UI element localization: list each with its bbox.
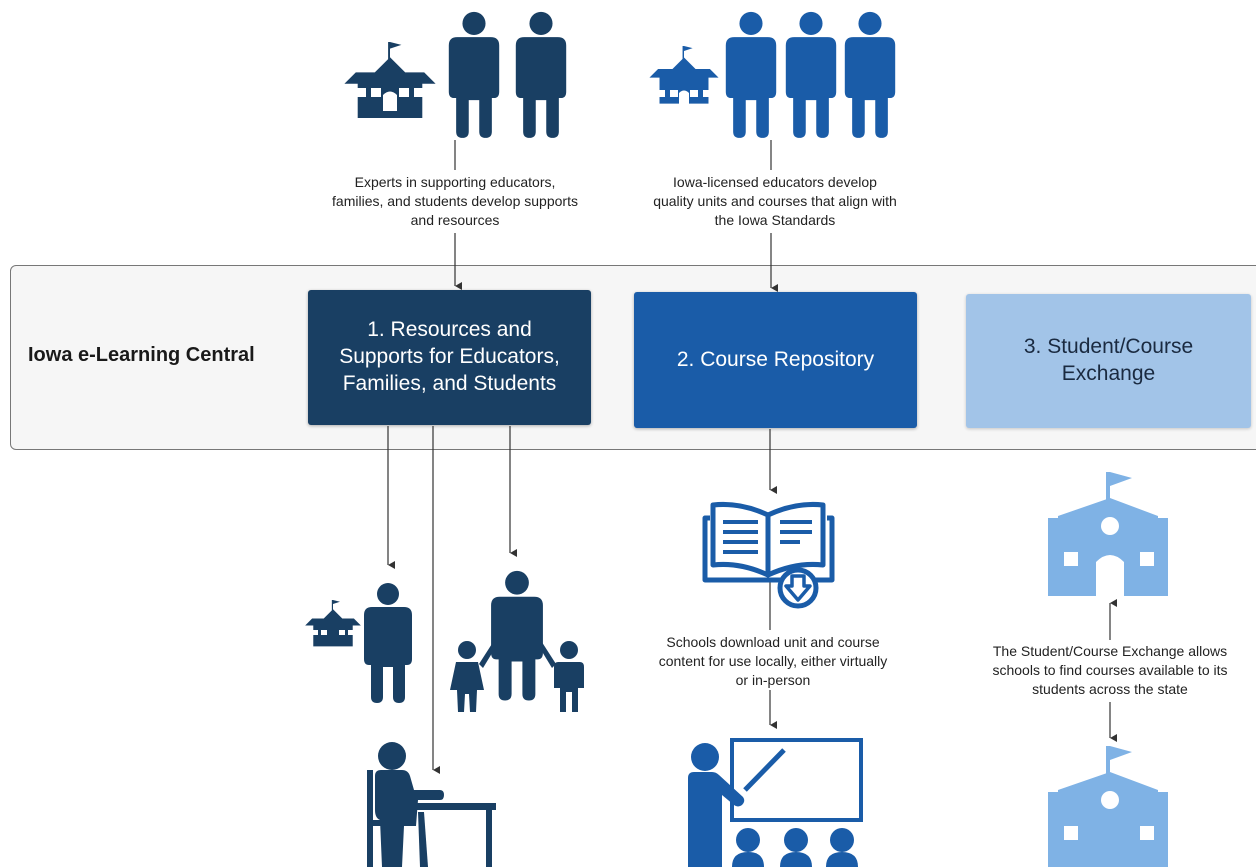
person-icon [364,583,412,703]
exchange-box-line: 3. Student/Course [1023,335,1194,359]
exchange-box: 3. Student/Course Exchange [966,294,1251,428]
caption-line: and resources [410,212,500,228]
caption-line: students across the state [1032,681,1188,697]
download-icon [777,567,819,609]
student-desk-icon [367,742,496,867]
caption-line: content for use locally, either virtuall… [658,653,888,669]
caption-line: Iowa-licensed educators develop [673,174,877,190]
school-windows-icon [356,88,424,111]
person-icon [725,11,896,138]
caption-line: Experts in supporting educators, [354,174,556,190]
exchange-caption: The Student/Course Exchange allows schoo… [965,642,1255,699]
experts-caption: Experts in supporting educators, familie… [300,173,610,230]
caption-line: or in-person [735,672,811,688]
download-caption: Schools download unit and course content… [628,633,918,690]
school-windows-icon [1064,517,1154,596]
teacher-class-icon [688,738,863,867]
school-icon [305,600,361,647]
school-windows-icon [1064,791,1154,840]
caption-line: Schools download unit and course [666,634,880,650]
caption-line: the Iowa Standards [714,212,836,228]
caption-line: quality units and courses that align wit… [653,193,897,209]
educators-caption: Iowa-licensed educators develop quality … [620,173,930,230]
exchange-box-line: Exchange [1061,362,1156,385]
school-icon [1048,472,1168,596]
caption-line: schools to find courses available to its [992,662,1228,678]
book-download-icon [702,502,835,583]
school-windows-icon [657,90,711,104]
caption-line: The Student/Course Exchange allows [992,643,1228,659]
school-icon [1048,746,1168,867]
course-repository-label: 2. Course Repository [676,347,875,371]
central-title: Iowa e-Learning Central [28,344,255,366]
course-repository-box: 2. Course Repository [634,292,917,428]
resources-box: 1. Resources and Supports for Educators,… [308,290,591,425]
person-icon [448,11,567,138]
family-icon [450,570,584,712]
resources-box-line: Supports for Educators, [339,345,560,369]
resources-box-line: 1. Resources and [367,318,532,342]
caption-line: families, and students develop supports [332,193,578,209]
resources-box-line: Families, and Students [342,371,557,395]
